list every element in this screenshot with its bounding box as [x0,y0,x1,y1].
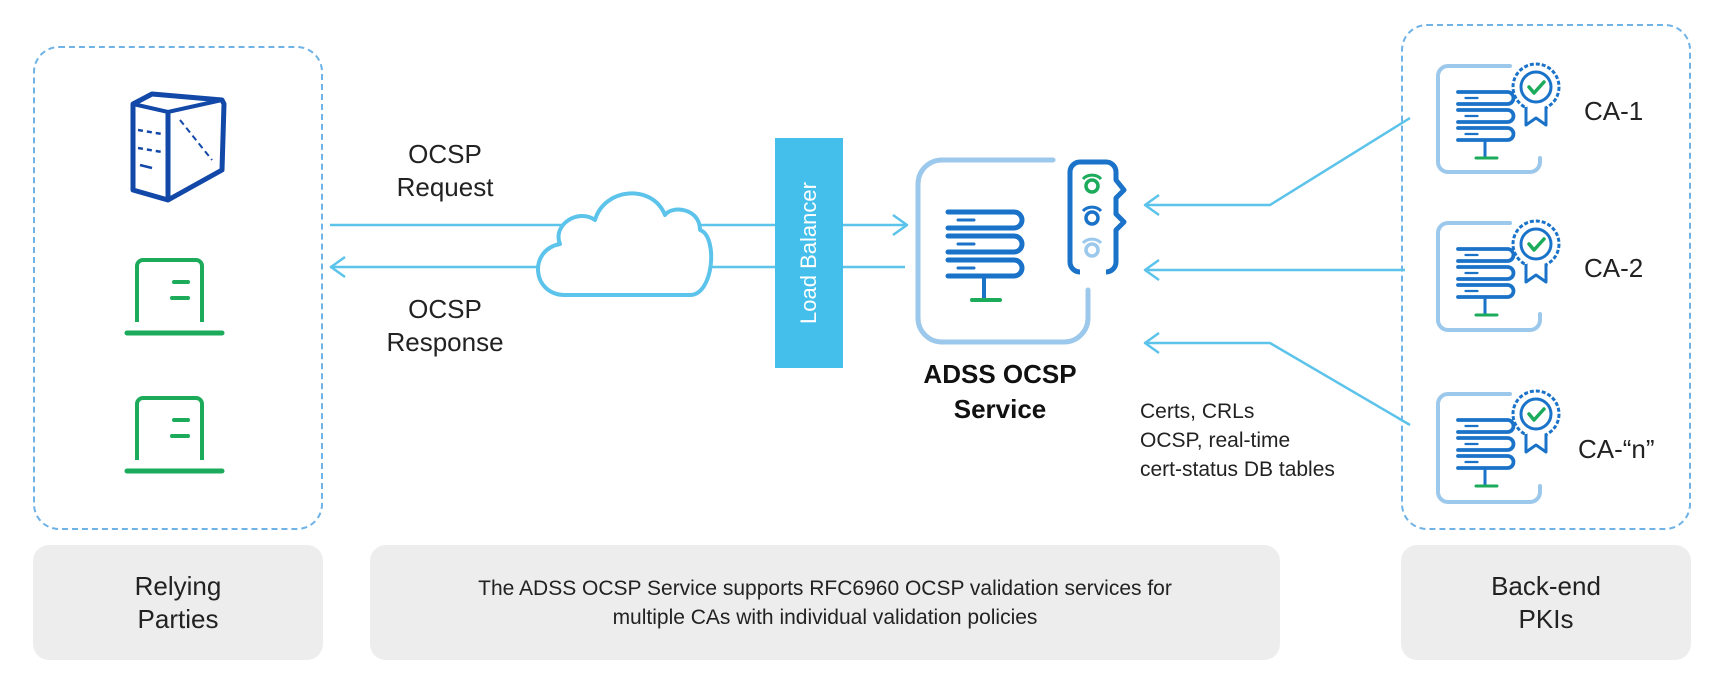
relying-parties-group [33,46,323,530]
response-arrowhead [329,255,346,279]
description-caption-text: The ADSS OCSP Service supports RFC6960 O… [478,576,1172,629]
server-tower-icon [130,91,227,203]
ocsp-service-icon [915,157,1127,345]
ca-label-2: CA-2 [1584,253,1644,283]
certificate-badge-icon [1511,62,1561,127]
ocsp-request-label: OCSP Request [396,139,494,202]
laptop-icon [127,260,222,333]
can-connector [1143,331,1411,427]
ca-label-1: CA-1 [1584,96,1644,126]
load-balancer: Load Balancer [775,138,843,368]
ca-label-n: CA-“n” [1578,434,1655,464]
backend-pkis-caption-text: Back-end PKIs [1491,570,1601,634]
ca2-icon [1436,219,1561,332]
ca1-icon [1436,62,1561,174]
cloud-icon [536,191,714,297]
service-title: ADSS OCSP Service [923,359,1077,424]
laptop-icon [127,398,222,471]
certificate-badge-icon [1511,389,1561,454]
request-arrowhead [892,213,909,237]
backend-pki-group [1401,24,1691,530]
backend-pkis-caption: Back-end PKIs [1401,545,1691,660]
relying-parties-caption-text: Relying Parties [134,570,222,634]
database-sync-icon [1067,159,1127,275]
ca1-connector [1143,116,1411,217]
certificate-badge-icon [1511,219,1561,284]
description-caption: The ADSS OCSP Service supports RFC6960 O… [370,545,1280,660]
db-note: Certs, CRLs OCSP, real-time cert-status … [1140,400,1335,481]
relying-parties-caption: Relying Parties [33,545,323,660]
can-icon [1436,389,1561,504]
ca2-connector [1143,258,1405,282]
ocsp-response-label: OCSP Response [386,294,504,357]
load-balancer-label: Load Balancer [796,182,821,324]
